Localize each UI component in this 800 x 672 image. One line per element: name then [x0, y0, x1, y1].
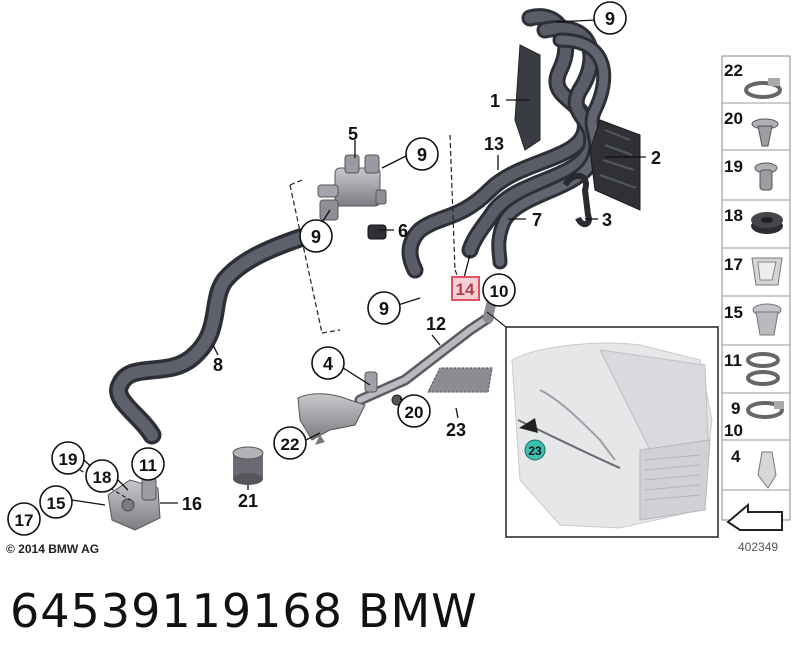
clip-part-3 — [562, 173, 592, 228]
expansion-rivet-icon — [751, 118, 779, 147]
svg-text:17: 17 — [15, 511, 34, 530]
valve-block-part-5 — [317, 154, 387, 221]
callout-14-highlight: 14 — [451, 276, 480, 301]
copyright-notice: © 2014 BMW AG — [6, 542, 100, 556]
sidebar-label-19: 19 — [724, 157, 743, 176]
label-3: 3 — [602, 210, 612, 230]
bracket-part-2 — [589, 119, 641, 211]
callout-9-top: 9 — [593, 1, 627, 35]
sidebar-label-10: 10 — [724, 421, 743, 440]
sidebar-labels: 22 20 19 18 17 15 11 9 10 4 — [724, 61, 743, 466]
label-23: 23 — [446, 420, 466, 440]
inset-panel — [486, 311, 719, 538]
hose-bundle — [401, 8, 612, 279]
label-6: 6 — [398, 221, 408, 241]
callout-19: 19 — [51, 441, 85, 475]
callout-18: 18 — [85, 459, 119, 493]
label-8: 8 — [213, 355, 223, 375]
push-pin-icon — [754, 162, 778, 191]
callout-9-lower: 9 — [367, 291, 401, 325]
grommet-part-6 — [367, 224, 387, 240]
svg-text:20: 20 — [405, 403, 424, 422]
sidebar-label-22: 22 — [724, 61, 743, 80]
callout-22: 22 — [273, 426, 307, 460]
hose-clamp-icon — [744, 78, 782, 99]
hose-part-8 — [109, 228, 310, 445]
label-16: 16 — [182, 494, 202, 514]
sidebar-label-15: 15 — [724, 303, 743, 322]
label-5: 5 — [348, 124, 358, 144]
svg-text:11: 11 — [139, 456, 157, 475]
callouts: 9 9 9 9 10 4 20 22 — [7, 1, 627, 536]
label-13: 13 — [484, 134, 504, 154]
callout-20: 20 — [397, 394, 431, 428]
clamp-pair-icon — [746, 352, 780, 386]
callout-17: 17 — [7, 502, 41, 536]
svg-text:14: 14 — [456, 280, 475, 299]
bracket-part-1 — [514, 44, 541, 151]
callout-4: 4 — [311, 346, 345, 380]
reference-number: 402349 — [738, 540, 779, 554]
parts-diagram: 9 9 9 9 10 4 20 22 — [7, 1, 791, 538]
rubber-grommet-icon — [751, 212, 783, 234]
callout-9-hose: 9 — [299, 219, 333, 253]
label-12: 12 — [426, 314, 446, 334]
label-7: 7 — [532, 210, 542, 230]
plain-labels: 1 2 3 5 6 7 8 12 13 16 21 23 — [182, 91, 661, 514]
svg-text:9: 9 — [605, 9, 615, 29]
label-2: 2 — [651, 148, 661, 168]
callout-15: 15 — [39, 485, 73, 519]
svg-text:18: 18 — [93, 468, 112, 487]
cylinder-part-21 — [232, 446, 264, 485]
sidebar-label-20: 20 — [724, 109, 743, 128]
svg-text:4: 4 — [323, 354, 333, 374]
spring-clip-icon — [751, 257, 783, 286]
guide-lines — [79, 134, 461, 501]
svg-text:9: 9 — [379, 299, 389, 319]
svg-text:9: 9 — [311, 227, 321, 247]
svg-text:15: 15 — [47, 494, 66, 513]
sidebar-label-11: 11 — [724, 351, 742, 370]
water-pump-part-16 — [107, 477, 161, 531]
label-1: 1 — [490, 91, 500, 111]
svg-text:10: 10 — [490, 282, 509, 301]
callout-11: 11 — [131, 447, 165, 481]
sidebar-label-9: 9 — [731, 399, 740, 418]
svg-text:19: 19 — [59, 450, 78, 469]
pipe-fitting-part-4 — [297, 371, 378, 445]
band-clamp-icon — [746, 401, 784, 419]
callout-9-valve: 9 — [405, 137, 439, 171]
part-number: 64539119168 — [10, 584, 343, 638]
arrow-icon — [726, 502, 783, 531]
expanding-nut-icon — [752, 303, 782, 336]
sidebar-label-4: 4 — [731, 447, 741, 466]
callout-10: 10 — [482, 273, 516, 307]
sidebar-label-17: 17 — [724, 255, 743, 274]
label-21: 21 — [238, 491, 258, 511]
svg-text:22: 22 — [281, 435, 300, 454]
clip-nut-icon — [757, 451, 777, 489]
parts-sidebar — [721, 55, 791, 531]
callout-23-inset: 23 — [528, 444, 542, 458]
sidebar-label-18: 18 — [724, 206, 743, 225]
svg-text:9: 9 — [417, 145, 427, 165]
brand-label: BMW — [358, 584, 478, 638]
filter-pad-part-23 — [427, 367, 493, 393]
